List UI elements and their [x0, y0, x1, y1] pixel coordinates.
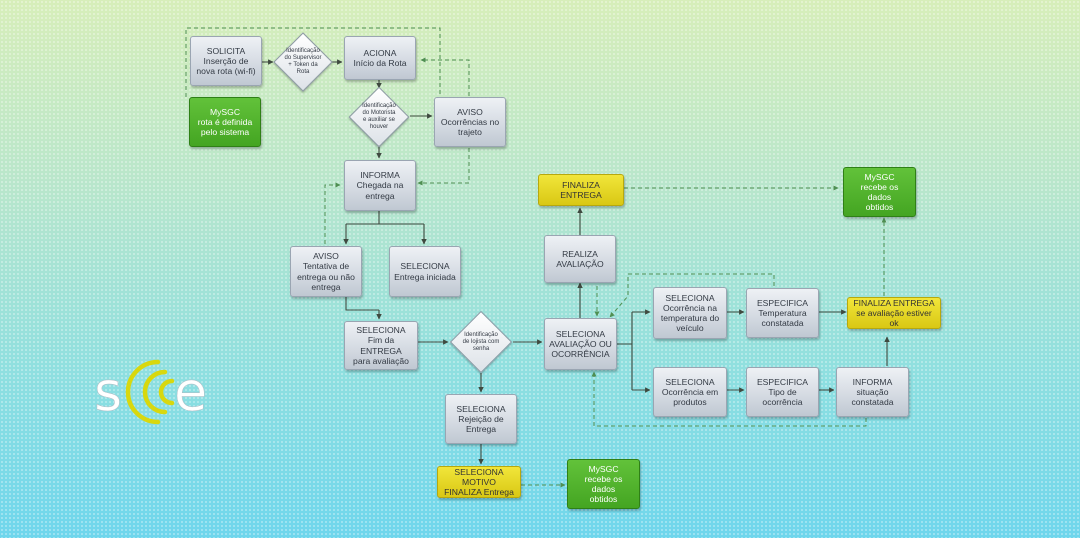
- node-aviso-ocorrencias[interactable]: AVISO Ocorrências no trajeto: [434, 97, 506, 147]
- node-solicita[interactable]: SOLICITA Inserção de nova rota (wi-fi): [190, 36, 262, 86]
- dashed-frame: [185, 27, 441, 97]
- decision-identificacao-supervisor[interactable]: Identificação do Supervisor + Token da R…: [273, 32, 333, 92]
- dashed-informa-back: [591, 371, 867, 427]
- node-mysgc-obtidos-bottom[interactable]: MySGC recebe os dados obtidos: [567, 459, 640, 509]
- edge-informa-split: [346, 211, 424, 225]
- node-especifica-temperatura[interactable]: ESPECIFICA Temperatura constatada: [746, 288, 819, 338]
- node-aciona[interactable]: ACIONA Início da Rota: [344, 36, 416, 80]
- signal-waves-icon: [125, 359, 175, 425]
- dashed-tentativa-informa: [324, 182, 341, 244]
- decision-label: Identificação do Motorista e auxiliar se…: [362, 103, 396, 130]
- sce-logo: s e: [94, 359, 207, 425]
- edge-tentativa-down: [345, 297, 379, 311]
- decision-label: Identificação de lojista com senha: [462, 331, 500, 352]
- node-aviso-tentativa[interactable]: AVISO Tentativa de entrega ou não entreg…: [290, 246, 362, 297]
- decision-label: Identificação do Supervisor + Token da R…: [284, 48, 322, 75]
- node-especifica-tipo[interactable]: ESPECIFICA Tipo de ocorrência: [746, 367, 819, 417]
- dashed-aviso-informa: [417, 148, 470, 186]
- logo-letter-e: e: [174, 360, 207, 423]
- decision-identificacao-motorista[interactable]: Identificação do Motorista e auxiliar se…: [348, 86, 410, 148]
- node-mysgc-obtidos-top[interactable]: MySGC recebe os dados obtidos: [843, 167, 916, 217]
- node-seleciona-avaliacao[interactable]: SELECIONA AVALIAÇÃO OU OCORRÊNCIA: [544, 318, 617, 370]
- node-mysgc-rota[interactable]: MySGC rota é definida pelo sistema: [189, 97, 261, 147]
- node-seleciona-temperatura[interactable]: SELECIONA Ocorrência na temperatura do v…: [653, 287, 727, 339]
- logo-letter-s: s: [94, 360, 122, 423]
- node-seleciona-rejeicao[interactable]: SELECIONA Rejeição de Entrega: [445, 394, 517, 444]
- node-finaliza-entrega-ok[interactable]: FINALIZA ENTREGA se avaliação estiver ok: [847, 297, 941, 329]
- node-seleciona-produtos[interactable]: SELECIONA Ocorrência em produtos: [653, 367, 727, 417]
- node-seleciona-motivo[interactable]: SELECIONA MOTIVO FINALIZA Entrega: [437, 466, 521, 498]
- node-informa-situacao[interactable]: INFORMA situação constatada: [836, 367, 909, 417]
- dashed-aviso-aciona: [420, 57, 470, 96]
- dashed-temp-back: [609, 273, 775, 318]
- node-seleciona-fim[interactable]: SELECIONA Fim da ENTREGA para avaliação: [344, 321, 418, 370]
- node-seleciona-entrega[interactable]: SELECIONA Entrega iniciada: [389, 246, 461, 297]
- edge-avaliacao-branch: [617, 312, 633, 390]
- node-finaliza-entrega-top[interactable]: FINALIZA ENTREGA: [538, 174, 624, 206]
- node-informa-chegada[interactable]: INFORMA Chegada na entrega: [344, 160, 416, 211]
- decision-identificacao-lojista[interactable]: Identificação de lojista com senha: [449, 310, 513, 374]
- node-realiza-avaliacao[interactable]: REALIZA AVALIAÇÃO: [544, 235, 616, 283]
